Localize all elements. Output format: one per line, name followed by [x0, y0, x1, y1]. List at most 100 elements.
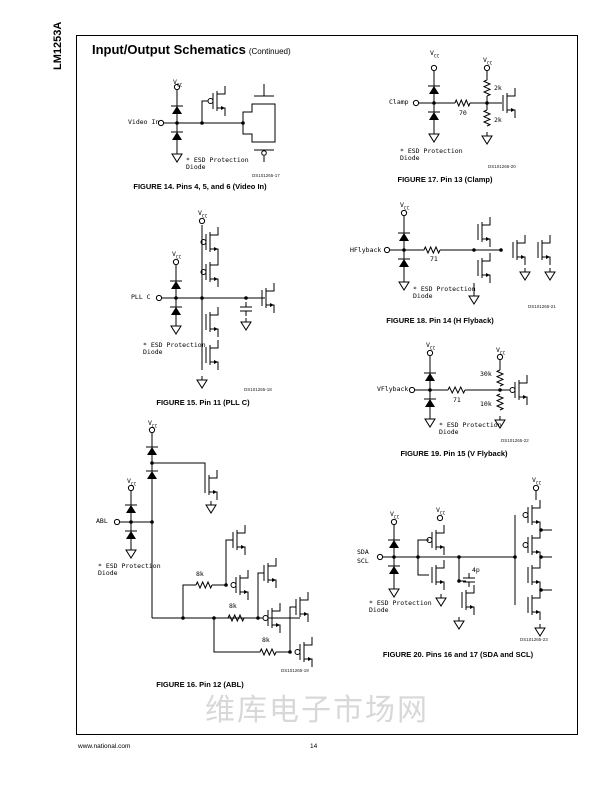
mosfet-arrow — [536, 550, 540, 554]
vcc-label: VCC — [426, 341, 435, 351]
mosfet-arrow — [440, 580, 444, 584]
vcc-label-sub: CC — [439, 511, 446, 517]
wire — [237, 525, 246, 534]
vcc-label-v: V — [390, 510, 394, 518]
wire — [466, 585, 475, 594]
mosfet-arrow — [304, 612, 308, 616]
vcc-label: VCC — [390, 510, 399, 520]
wire — [225, 539, 233, 585]
fig19-r-series: 71 — [453, 396, 461, 404]
wire — [182, 584, 196, 618]
wire — [436, 525, 445, 534]
diode-icon — [425, 399, 435, 407]
junction-dot — [150, 520, 154, 524]
ground-icon — [240, 321, 252, 331]
vcc-label-v: V — [172, 250, 176, 258]
vcc-label: VCC — [400, 201, 409, 211]
vcc-label-v: V — [127, 477, 131, 485]
fig17-r-bottom: 2k — [494, 116, 502, 124]
fig20-pin-label-sda: SDA — [357, 548, 369, 556]
vcc-label-v: V — [198, 209, 202, 217]
wire — [436, 560, 445, 569]
fig20-caption: FIGURE 20. Pins 16 and 17 (SDA and SCL) — [382, 650, 534, 659]
pin-terminal-icon — [400, 209, 408, 217]
junction-dot — [472, 248, 476, 252]
pin-terminal-icon — [127, 484, 135, 492]
wire — [209, 470, 218, 479]
vcc-label-v: V — [436, 506, 440, 514]
mosfet-arrow — [214, 277, 218, 281]
wire — [152, 462, 206, 478]
resistor-icon — [454, 98, 471, 108]
fig17-caption: FIGURE 17. Pin 13 (Clamp) — [397, 175, 493, 184]
resistor-icon — [447, 385, 466, 395]
diode-icon — [171, 281, 181, 289]
pin-terminal-icon — [426, 349, 434, 357]
ground-icon — [170, 325, 182, 335]
pin-terminal-icon — [483, 64, 491, 72]
resistor-icon — [259, 647, 277, 657]
mosfet-arrow — [221, 106, 225, 110]
wire — [268, 558, 277, 567]
ground-icon — [435, 597, 447, 607]
vcc-label-v: V — [173, 78, 177, 86]
fig20-cap-value: 4p — [472, 566, 480, 574]
footer-url[interactable]: www.national.com — [78, 743, 131, 750]
diode-icon — [399, 259, 409, 267]
wire — [210, 257, 219, 266]
esd-note-line1: * ESD Protection — [98, 562, 161, 570]
pin-terminal-icon — [198, 217, 206, 225]
vcc-label-sub: CC — [499, 351, 506, 357]
mosfet-arrow — [214, 360, 218, 364]
wire — [217, 86, 226, 95]
wire — [266, 283, 275, 292]
wire — [240, 570, 249, 579]
vcc-label-sub: CC — [175, 255, 182, 261]
esd-note-line1: * ESD Protection — [439, 421, 502, 429]
fig16-caption: FIGURE 16. Pin 12 (ABL) — [156, 680, 244, 689]
wire — [519, 375, 528, 384]
fig16-pin-label: ABL — [96, 517, 108, 525]
wire — [304, 637, 313, 646]
fig16-r3: 8k — [262, 636, 270, 644]
fig19-pin-label: VFlyback — [377, 385, 409, 393]
fig18-code: DS101265-21 — [528, 304, 556, 309]
fig19-code: DS101265-22 — [501, 438, 529, 443]
mosfet-arrow — [308, 657, 312, 661]
ground-icon — [171, 153, 183, 163]
mosfet-arrow — [536, 520, 540, 524]
mosfet-arrow — [486, 237, 490, 241]
pin-terminal-icon — [412, 99, 420, 107]
vcc-label-sub: CC — [433, 54, 440, 60]
vcc-label-v: V — [400, 201, 404, 209]
mosfet-arrow — [244, 590, 248, 594]
pin-terminal-icon — [390, 518, 398, 526]
wire — [289, 606, 296, 652]
esd-note-line1: * ESD Protection — [413, 285, 476, 293]
wire — [417, 539, 429, 557]
diode-icon — [399, 233, 409, 241]
vcc-label-v: V — [532, 476, 536, 484]
fig18-pin-label: HFlyback — [350, 246, 382, 254]
wire — [272, 603, 281, 612]
mosfet-arrow — [213, 490, 217, 494]
fig17-r-series: 70 — [459, 109, 467, 117]
footer-page-number: 14 — [310, 743, 318, 750]
esd-note-line1: * ESD Protection — [186, 156, 249, 164]
fig16-code: DS101265-19 — [281, 668, 309, 673]
mosfet-arrow — [272, 578, 276, 582]
wire — [213, 618, 260, 653]
diode-icon — [425, 373, 435, 381]
wire — [417, 557, 429, 576]
wire — [542, 235, 551, 244]
vcc-label: VCC — [532, 476, 541, 486]
pin-terminal-icon — [408, 386, 416, 394]
pin-terminal-icon — [148, 426, 156, 434]
pin-terminal-icon — [430, 64, 438, 72]
mosfet-arrow — [440, 545, 444, 549]
